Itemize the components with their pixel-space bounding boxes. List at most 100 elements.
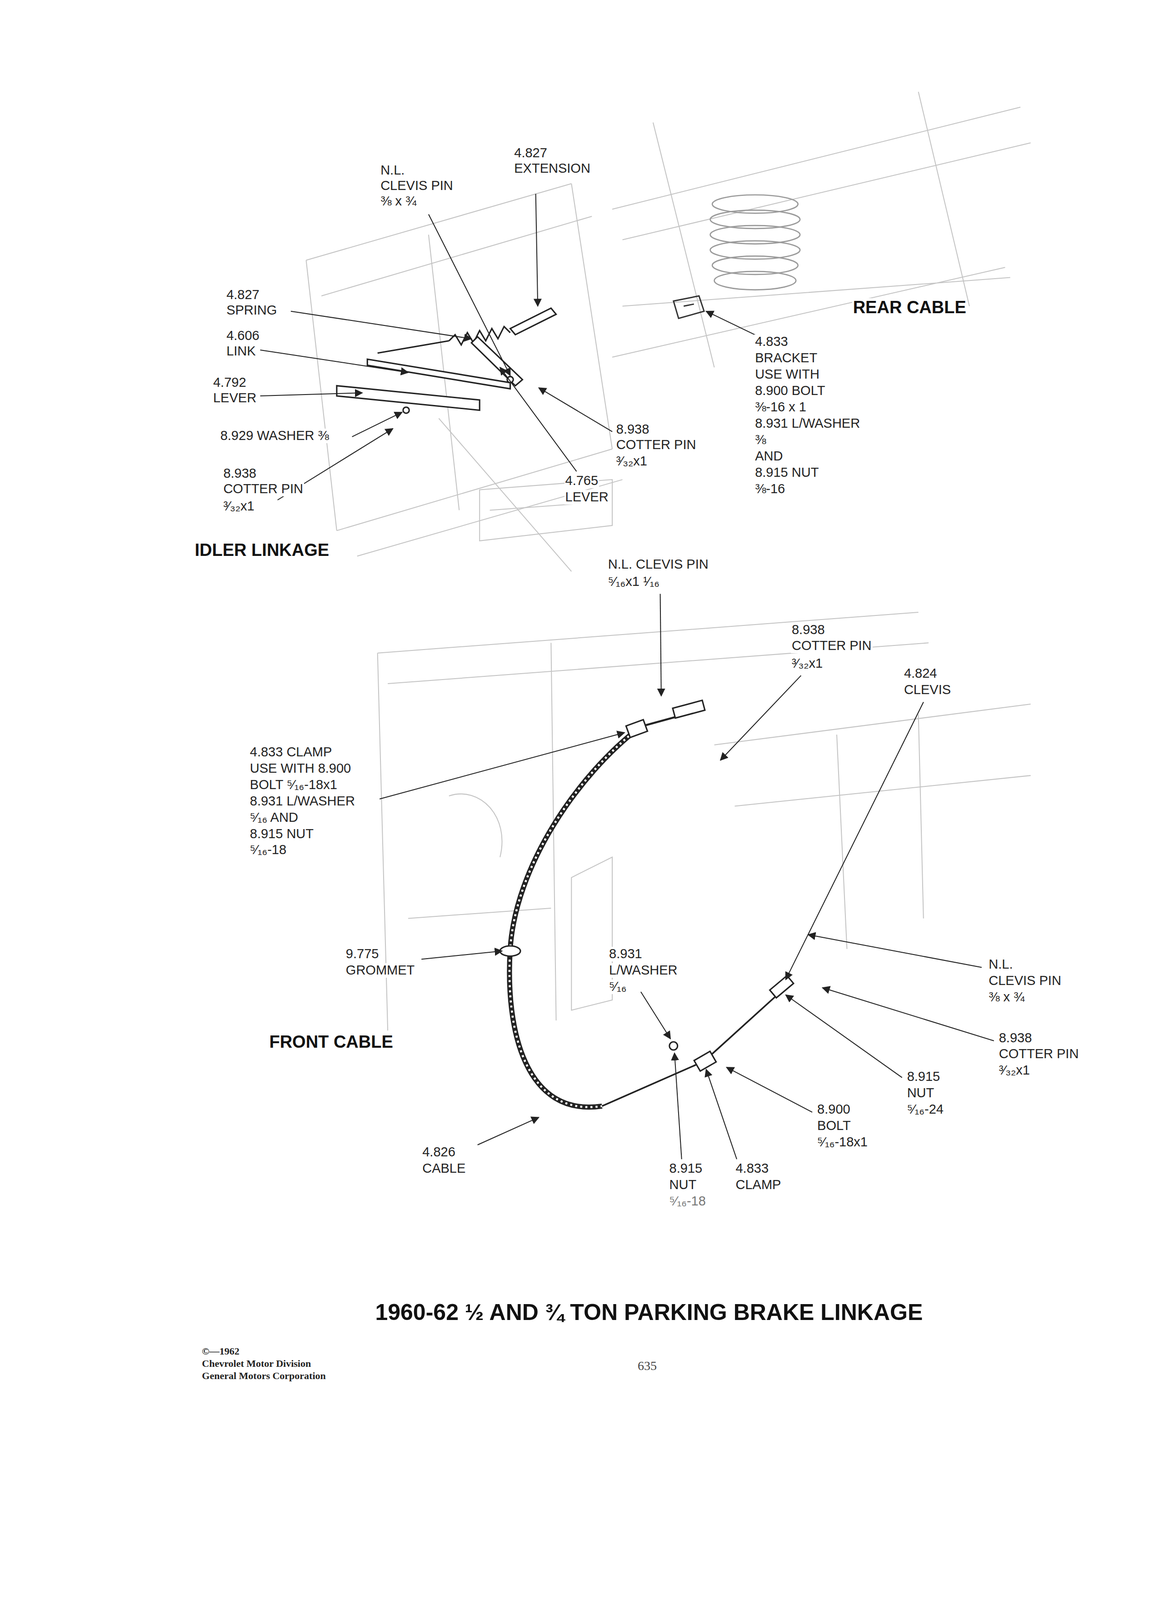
callout-text: 4.827 — [225, 287, 261, 303]
callout-text: 8.929 WASHER ⅜ — [219, 428, 330, 444]
leader-line — [785, 994, 903, 1078]
callout-text: LINK — [225, 344, 257, 359]
extension — [510, 308, 557, 335]
leader-line — [352, 412, 403, 437]
callout-text: NUT — [668, 1177, 698, 1193]
callout-text: ⅜ x ¾ — [379, 194, 418, 209]
callout-text: 8.900 BOLT — [754, 383, 826, 399]
callout-text: 8.915 NUT — [249, 826, 315, 842]
callout-text: 4.792 — [212, 375, 248, 390]
callout-text: NUT — [906, 1085, 936, 1101]
callout-text: AND — [754, 449, 784, 464]
callout-text: 8.931 L/WASHER — [754, 416, 861, 431]
leader-line — [720, 675, 801, 760]
callout-text: ³⁄₃₂x1 — [998, 1063, 1031, 1078]
callout-text: 4.833 — [734, 1161, 770, 1176]
callout-text: ³⁄₃₂x1 — [222, 499, 255, 514]
leader-line — [260, 349, 409, 373]
callout-text: ⁵⁄₁₆ AND — [249, 810, 300, 825]
callout-text: CLAMP — [734, 1177, 782, 1193]
callout-text: 4.833 — [754, 334, 790, 350]
callout-text: ⁵⁄₁₆-18x1 — [816, 1134, 869, 1150]
leader-line — [706, 1069, 737, 1160]
cable-wire — [602, 991, 781, 1106]
callout-text: 8.915 NUT — [754, 465, 820, 480]
clamp — [694, 1051, 716, 1072]
callout-text: ³⁄₃₂x1 — [790, 656, 824, 671]
copyright-line: Chevrolet Motor Division — [200, 1358, 312, 1369]
washer — [403, 407, 410, 414]
callout-text: ⅜ x ¾ — [987, 989, 1026, 1005]
callout-text: ⁵⁄₁₆-24 — [906, 1102, 945, 1117]
callout-text: ⅜-16 x 1 — [754, 399, 808, 415]
callout-text: 8.931 L/WASHER — [249, 794, 356, 809]
diagram-title: 1960-62 ½ AND ¾ TON PARKING BRAKE LINKAG… — [374, 1299, 924, 1325]
leader-line — [822, 987, 995, 1041]
callout-text: BOLT — [816, 1118, 852, 1134]
callout-text: 8.915 — [906, 1069, 942, 1085]
callout-text: 8.900 — [816, 1102, 852, 1117]
lever — [336, 385, 480, 411]
callout-text: ⅜-16 — [754, 481, 786, 497]
copyright-line: General Motors Corporation — [200, 1370, 327, 1382]
frame-line — [306, 183, 613, 531]
leader-line — [640, 991, 671, 1039]
callout-text: LEVER — [564, 489, 610, 505]
frame-line — [653, 91, 970, 368]
callout-text: CABLE — [421, 1161, 467, 1176]
idler-linkage — [336, 308, 557, 414]
frame-line — [449, 794, 613, 1011]
callout-text: EXTENSION — [513, 161, 592, 176]
callout-text: 8.931 — [608, 946, 644, 962]
leader-line — [674, 1053, 682, 1159]
callout-text: ³⁄₃₂x1 — [615, 454, 649, 469]
callout-text: 4.833 CLAMP — [249, 744, 334, 760]
callout-text: CLEVIS PIN — [987, 973, 1063, 989]
cable-housing — [509, 726, 641, 1107]
section-heading: IDLER LINKAGE — [194, 540, 331, 560]
callout-text: ⁵⁄₁₆x1 ¹⁄₁₆ — [607, 574, 661, 590]
lock-washer — [669, 1041, 678, 1050]
callout-text: BOLT ⁵⁄₁₆-18x1 — [249, 777, 339, 793]
callout-text: CLEVIS PIN — [379, 178, 455, 194]
callout-text: N.L. CLEVIS PIN — [607, 557, 710, 572]
frame-line — [612, 107, 1031, 358]
callout-text: COTTER PIN — [790, 638, 873, 654]
callout-text: 8.938 — [998, 1030, 1034, 1046]
callout-text: SPRING — [225, 303, 278, 318]
callout-text: 9.775 — [344, 946, 380, 962]
coil-spring — [710, 194, 801, 290]
leader-line — [808, 934, 982, 968]
callout-text: 8.938 — [222, 466, 258, 481]
spring-coil — [714, 271, 797, 290]
callout-text: 8.938 — [790, 622, 826, 638]
leader-lines — [260, 194, 995, 1160]
cable-hardware — [499, 700, 794, 1072]
callout-text: L/WASHER — [608, 963, 679, 978]
leader-line — [535, 194, 538, 307]
callout-text: 8.938 — [615, 422, 651, 437]
callout-text: COTTER PIN — [222, 481, 305, 497]
section-heading: REAR CABLE — [852, 298, 968, 318]
callout-text: GROMMET — [344, 963, 416, 978]
section-heading: FRONT CABLE — [268, 1032, 394, 1052]
lever — [471, 336, 523, 386]
leader-line — [726, 1067, 813, 1113]
chassis-sketch — [377, 612, 1031, 1031]
crossmember — [438, 418, 613, 572]
leader-line — [477, 1117, 540, 1145]
rod — [377, 340, 450, 354]
clevis — [769, 975, 794, 998]
rear-bracket — [673, 295, 705, 319]
callout-text: BRACKET — [754, 350, 819, 366]
callout-text: 4.606 — [225, 328, 261, 344]
leader-line — [290, 311, 472, 340]
frame-line — [714, 704, 1031, 950]
callout-text: ⅜ — [754, 432, 767, 448]
callout-text: 4.826 — [421, 1144, 457, 1160]
callout-text: N.L. — [379, 163, 406, 178]
leader-line — [421, 950, 502, 960]
callout-text: N.L. — [987, 957, 1014, 972]
